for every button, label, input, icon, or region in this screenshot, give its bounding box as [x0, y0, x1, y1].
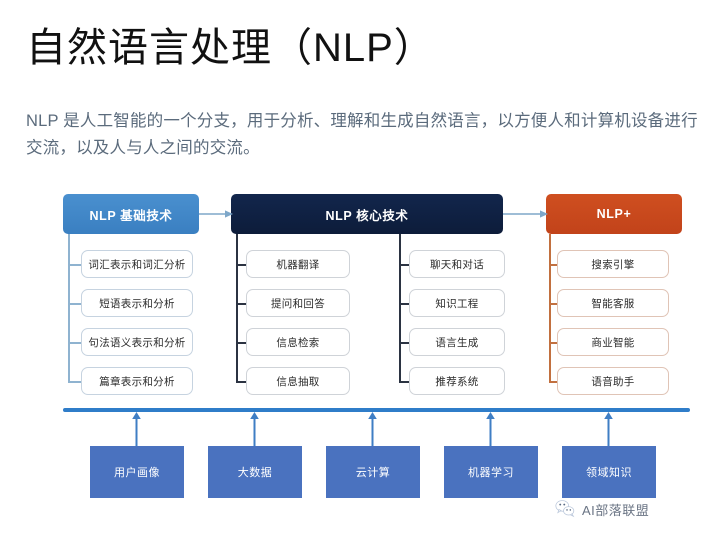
leaf-node-label: 短语表示和分析 — [99, 297, 175, 310]
leaf-node-label: 知识工程 — [435, 297, 479, 310]
band-nlp-plus[interactable]: NLP+ — [546, 194, 682, 234]
connector-branch — [236, 381, 247, 384]
foundation-box-label: 大数据 — [237, 467, 273, 479]
leaf-node-label: 提问和回答 — [271, 297, 325, 310]
foundation-box[interactable]: 云计算 — [326, 446, 420, 498]
leaf-node[interactable]: 句法语义表示和分析 — [81, 328, 193, 356]
connector-branch — [68, 342, 82, 344]
leaf-node-label: 推荐系统 — [435, 375, 479, 388]
foundation-box-label: 云计算 — [355, 467, 391, 479]
arrow-right-icon — [503, 210, 548, 218]
band-nlp-basic[interactable]: NLP 基础技术 — [63, 194, 199, 234]
watermark-label: AI部落联盟 — [582, 502, 650, 518]
leaf-node-label: 商业智能 — [591, 336, 635, 349]
foundation-box[interactable]: 大数据 — [208, 446, 302, 498]
connector-branch — [549, 303, 558, 305]
leaf-node[interactable]: 信息抽取 — [246, 367, 350, 395]
arrow-up-icon — [486, 412, 495, 447]
leaf-node-label: 机器翻译 — [276, 258, 320, 271]
leaf-node[interactable]: 提问和回答 — [246, 289, 350, 317]
foundation-box-label: 机器学习 — [468, 467, 514, 479]
page-title: 自然语言处理（NLP） — [26, 26, 435, 70]
connector-trunk-plus — [549, 234, 551, 382]
leaf-node[interactable]: 智能客服 — [557, 289, 669, 317]
leaf-node[interactable]: 词汇表示和词汇分析 — [81, 250, 193, 278]
leaf-node-label: 智能客服 — [591, 297, 635, 310]
band-nlp-core[interactable]: NLP 核心技术 — [231, 194, 503, 234]
arrow-up-icon — [604, 412, 613, 447]
leaf-node[interactable]: 语言生成 — [409, 328, 505, 356]
arrow-right-icon — [199, 210, 233, 218]
connector-branch — [399, 303, 410, 306]
foundation-box-label: 领域知识 — [586, 467, 632, 479]
foundation-box[interactable]: 用户画像 — [90, 446, 184, 498]
foundation-box[interactable]: 机器学习 — [444, 446, 538, 498]
band-nlp-basic-label: NLP 基础技术 — [89, 208, 173, 223]
connector-branch — [68, 303, 82, 305]
watermark: AI部落联盟 — [554, 498, 649, 520]
leaf-node-label: 篇章表示和分析 — [99, 375, 175, 388]
arrow-up-icon — [132, 412, 141, 447]
wechat-icon — [555, 500, 575, 518]
connector-branch — [549, 342, 558, 344]
leaf-node-label: 语音助手 — [591, 375, 635, 388]
leaf-node-label: 搜索引擎 — [591, 258, 635, 271]
leaf-node-label: 词汇表示和词汇分析 — [88, 258, 186, 271]
foundation-box[interactable]: 领域知识 — [562, 446, 656, 498]
foundation-box-label: 用户画像 — [114, 467, 160, 479]
leaf-node[interactable]: 聊天和对话 — [409, 250, 505, 278]
leaf-node[interactable]: 知识工程 — [409, 289, 505, 317]
connector-branch — [236, 264, 247, 267]
leaf-node[interactable]: 短语表示和分析 — [81, 289, 193, 317]
arrow-up-icon — [368, 412, 377, 447]
leaf-node-label: 信息检索 — [276, 336, 320, 349]
leaf-node[interactable]: 语音助手 — [557, 367, 669, 395]
page-subtitle: NLP 是人工智能的一个分支，用于分析、理解和生成自然语言，以方便人和计算机设备… — [26, 112, 698, 157]
connector-branch — [399, 381, 410, 384]
connector-branch — [236, 342, 247, 345]
band-nlp-core-label: NLP 核心技术 — [325, 208, 409, 223]
connector-branch — [549, 264, 558, 266]
arrow-up-icon — [250, 412, 259, 447]
leaf-node-label: 信息抽取 — [276, 375, 320, 388]
leaf-node[interactable]: 商业智能 — [557, 328, 669, 356]
connector-branch — [236, 303, 247, 306]
connector-branch — [549, 381, 558, 383]
foundation-baseline — [63, 408, 690, 412]
connector-branch — [68, 381, 82, 383]
connector-trunk-core-left — [236, 234, 239, 382]
connector-trunk-basic — [68, 234, 70, 382]
leaf-node[interactable]: 机器翻译 — [246, 250, 350, 278]
band-nlp-plus-label: NLP+ — [596, 207, 632, 221]
leaf-node[interactable]: 搜索引擎 — [557, 250, 669, 278]
leaf-node[interactable]: 信息检索 — [246, 328, 350, 356]
leaf-node-label: 聊天和对话 — [430, 258, 484, 271]
leaf-node-label: 语言生成 — [435, 336, 479, 349]
leaf-node[interactable]: 篇章表示和分析 — [81, 367, 193, 395]
connector-branch — [399, 342, 410, 345]
connector-trunk-core-right — [399, 234, 402, 382]
leaf-node[interactable]: 推荐系统 — [409, 367, 505, 395]
connector-branch — [68, 264, 82, 266]
leaf-node-label: 句法语义表示和分析 — [88, 336, 186, 349]
connector-branch — [399, 264, 410, 267]
